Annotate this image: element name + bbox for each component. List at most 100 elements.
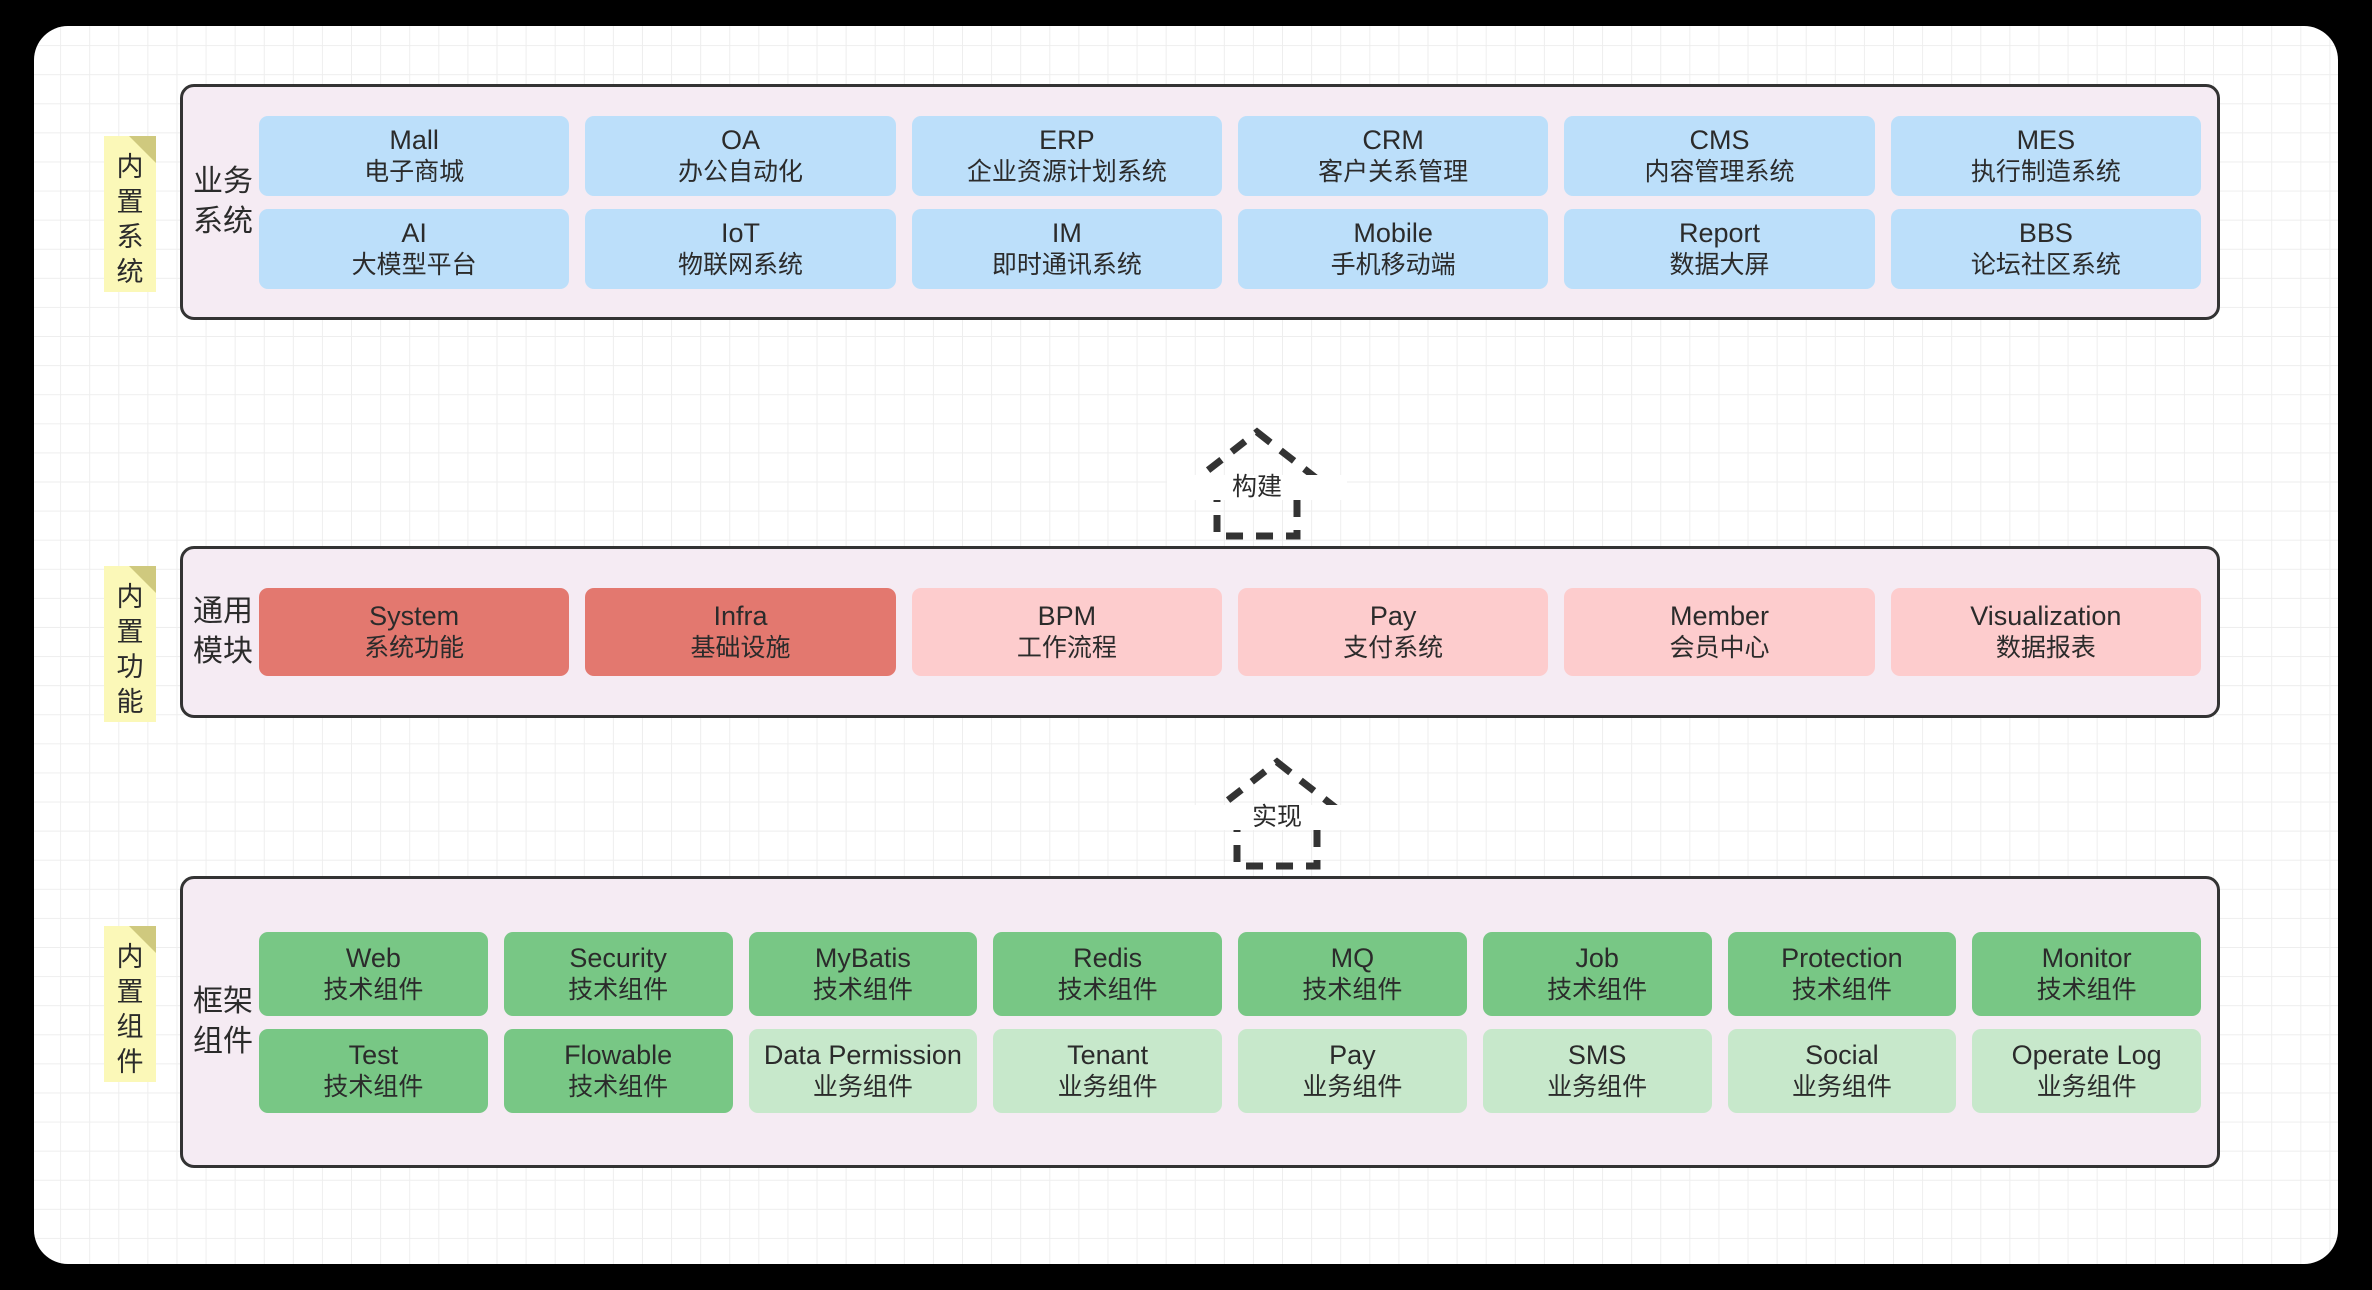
- card-title-cn: 业务组件: [1791, 1072, 1892, 1101]
- card-title-cn: 电子商城: [364, 157, 465, 186]
- card-title-cn: 技术组件: [1547, 975, 1648, 1004]
- card-title-en: Protection: [1781, 942, 1903, 973]
- card-title-en: CMS: [1689, 124, 1750, 155]
- card-title-en: Mall: [389, 124, 439, 155]
- card-title-en: BBS: [2018, 217, 2073, 248]
- card-title-cn: 企业资源计划系统: [966, 157, 1167, 186]
- arrow-build: 构建: [1167, 424, 1347, 544]
- card-title-en: Security: [569, 942, 667, 973]
- card-title-cn: 业务组件: [1057, 1072, 1158, 1101]
- layer-title-framework-components: 框架组件: [193, 985, 253, 1058]
- card-title-en: IoT: [720, 217, 760, 248]
- card-title-en: Infra: [713, 601, 768, 632]
- card-title-en: BPM: [1037, 601, 1097, 632]
- card-title-cn: 内容管理系统: [1644, 157, 1795, 186]
- layer-title-common-modules: 通用模块: [193, 595, 253, 668]
- card-title-en: Monitor: [2041, 942, 2132, 973]
- card-title-cn: 物联网系统: [677, 250, 803, 279]
- card-title-en: MQ: [1330, 942, 1375, 973]
- card-title-en: Web: [345, 942, 401, 973]
- card-title-cn: 技术组件: [568, 1072, 669, 1101]
- card-title-en: MES: [2016, 124, 2076, 155]
- card-title-en: Pay: [1329, 1039, 1376, 1070]
- card-title-cn: 系统功能: [364, 634, 465, 663]
- sticky-note-builtin-systems[interactable]: 内置系统: [104, 136, 156, 292]
- card-title-cn: 技术组件: [1302, 975, 1403, 1004]
- card-title-en: Data Permission: [763, 1039, 962, 1070]
- sticky-note-label: 内置组件: [116, 942, 144, 1078]
- card-title-en: CRM: [1362, 124, 1424, 155]
- card-title-en: Flowable: [564, 1039, 673, 1070]
- card-title-en: Job: [1575, 942, 1619, 973]
- sticky-note-builtin-functions[interactable]: 内置功能: [104, 566, 156, 722]
- sticky-note-builtin-components[interactable]: 内置组件: [104, 926, 156, 1082]
- card-title-cn: 技术组件: [323, 975, 424, 1004]
- card-title-cn: 大模型平台: [351, 250, 477, 279]
- card-title-en: IM: [1051, 217, 1082, 248]
- arrow-implement: 实现: [1187, 754, 1367, 874]
- card-title-cn: 业务组件: [812, 1072, 913, 1101]
- card-title-en: SMS: [1567, 1039, 1627, 1070]
- card-title-cn: 客户关系管理: [1318, 157, 1469, 186]
- card-title-en: MyBatis: [814, 942, 911, 973]
- card-title-cn: 支付系统: [1343, 634, 1444, 663]
- card-title-en: Mobile: [1353, 217, 1433, 248]
- card-title-cn: 数据大屏: [1669, 250, 1770, 279]
- card-title-cn: 工作流程: [1016, 634, 1117, 663]
- card-title-cn: 会员中心: [1669, 634, 1770, 663]
- card-title-en: AI: [401, 217, 427, 248]
- card-title-cn: 技术组件: [568, 975, 669, 1004]
- card-title-cn: 业务组件: [2036, 1072, 2137, 1101]
- card-title-en: ERP: [1039, 124, 1095, 155]
- card-title-cn: 即时通讯系统: [991, 250, 1142, 279]
- card-title-cn: 手机移动端: [1330, 250, 1456, 279]
- card-title-en: Pay: [1369, 601, 1417, 632]
- layer-title-business-systems: 业务系统: [193, 165, 253, 238]
- card-title-cn: 数据报表: [1995, 634, 2096, 663]
- folded-corner-icon: [129, 926, 156, 953]
- card-title-cn: 技术组件: [1057, 975, 1158, 1004]
- arrow-implement-label: 实现: [1187, 805, 1367, 830]
- folded-corner-icon: [129, 566, 156, 593]
- folded-corner-icon: [129, 136, 156, 163]
- card-title-en: Redis: [1073, 942, 1143, 973]
